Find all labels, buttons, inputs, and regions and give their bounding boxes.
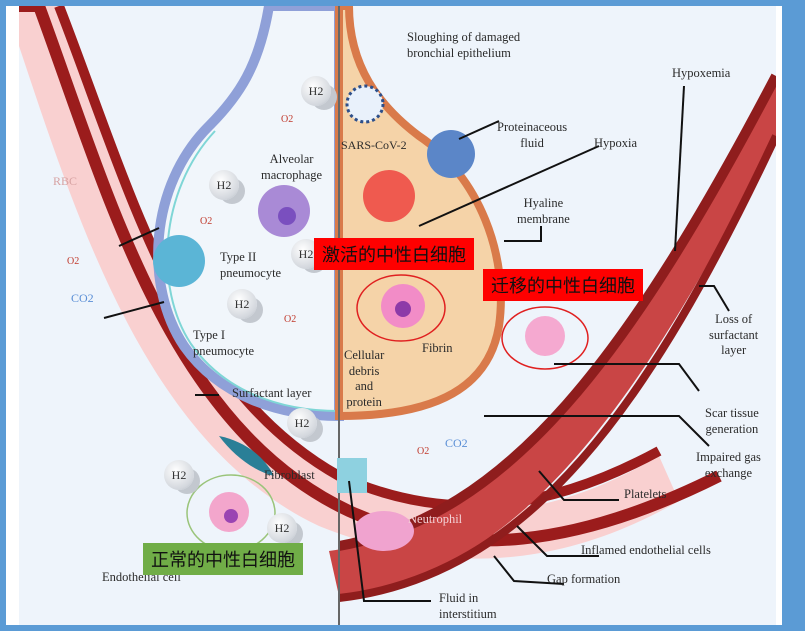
interstitial-fluid (337, 458, 367, 493)
sars-cov-2-virus (345, 84, 385, 124)
label-impaired-line1: Impaired gas (696, 450, 761, 464)
label-gap-formation: Gap formation (547, 572, 621, 586)
label-sloughing-line1: Sloughing of damaged (407, 30, 521, 44)
leader-lines (103, 85, 730, 602)
h2-molecule: H2 (301, 76, 331, 106)
label-surfactant-layer: Surfactant layer (232, 386, 312, 400)
h2-molecule: H2 (209, 170, 239, 200)
annotation-migrating-neutrophil: 迁移的中性白细胞 (483, 269, 643, 301)
surfactant-lining (166, 130, 340, 412)
label-o2: O2 (281, 114, 294, 125)
label-hyaline-line2: membrane (517, 211, 570, 226)
label-cellular-line2: debris (348, 363, 380, 378)
migrating-neutrophil-circle (501, 306, 589, 370)
label-sars-cov-2: SARS-CoV-2 (341, 138, 407, 152)
label-type2-line1: Type II (220, 250, 257, 264)
label-cellular-line3: and (355, 379, 374, 394)
label-alveolar-line2: macrophage (261, 167, 323, 182)
healthy-capillary-outer-wall (19, 6, 722, 547)
label-o2: O2 (284, 314, 297, 325)
label-fibrin: Fibrin (422, 341, 453, 355)
label-inflamed-endothelial-cells: Inflamed endothelial cells (581, 543, 711, 557)
h2-molecule: H2 (164, 460, 194, 490)
label-type1-line1: Type I (193, 328, 226, 342)
label-type1-line2: pneumocyte (193, 343, 255, 358)
label-o2: O2 (200, 216, 213, 227)
migrating-neutrophil-cell (525, 316, 565, 356)
label-rbc: RBC (53, 174, 78, 188)
label-alveolar-line1: Alveolar (269, 152, 314, 166)
label-sloughing-line2: bronchial epithelium (407, 45, 511, 60)
label-co2: CO2 (445, 436, 468, 450)
label-cellular-line4: protein (346, 394, 382, 409)
fibroblast (219, 436, 274, 476)
damaged-cell (363, 170, 415, 222)
label-neutrophil: Neutrophil (408, 512, 463, 526)
label-scar-line1: Scar tissue (705, 406, 759, 420)
label-fluid-line2: interstitium (439, 606, 497, 621)
label-fluid-line1: Fluid in (439, 591, 479, 605)
inflamed-capillary-wall-bottom (338, 134, 776, 602)
label-hypoxemia: Hypoxemia (672, 66, 731, 80)
proteinaceous-fluid-blob (427, 130, 475, 178)
label-loss-line1: Loss of (715, 312, 753, 326)
annotation-normal-neutrophil: 正常的中性白细胞 (143, 543, 303, 575)
annotation-activated-neutrophil: 激活的中性白细胞 (314, 238, 474, 270)
label-type2-line2: pneumocyte (220, 265, 282, 280)
type-ii-pneumocyte (153, 235, 205, 287)
label-o2: O2 (417, 446, 430, 457)
illustration (19, 6, 776, 625)
label-fibroblast: Fibroblast (264, 468, 315, 482)
label-proteinaceous-line1: Proteinaceous (497, 120, 568, 134)
label-co2: CO2 (71, 291, 94, 305)
h2-molecule: H2 (267, 513, 297, 543)
h2-molecule: H2 (287, 408, 317, 438)
label-loss-line2: surfactant (709, 327, 759, 342)
label-platelets: Platelets (624, 487, 667, 501)
label-proteinaceous-line2: fluid (520, 135, 544, 150)
label-loss-line3: layer (721, 343, 747, 358)
label-impaired-line2: exchange (704, 465, 753, 480)
activated-neutrophil-circle (356, 274, 446, 342)
label-scar-line2: generation (705, 421, 759, 436)
label-o2: O2 (67, 256, 80, 267)
vessel-neutrophil (354, 511, 414, 551)
h2-molecule: H2 (227, 289, 257, 319)
label-hyaline-line1: Hyaline (523, 196, 564, 210)
label-cellular-line1: Cellular (344, 348, 385, 362)
label-hypoxia: Hypoxia (594, 136, 638, 150)
